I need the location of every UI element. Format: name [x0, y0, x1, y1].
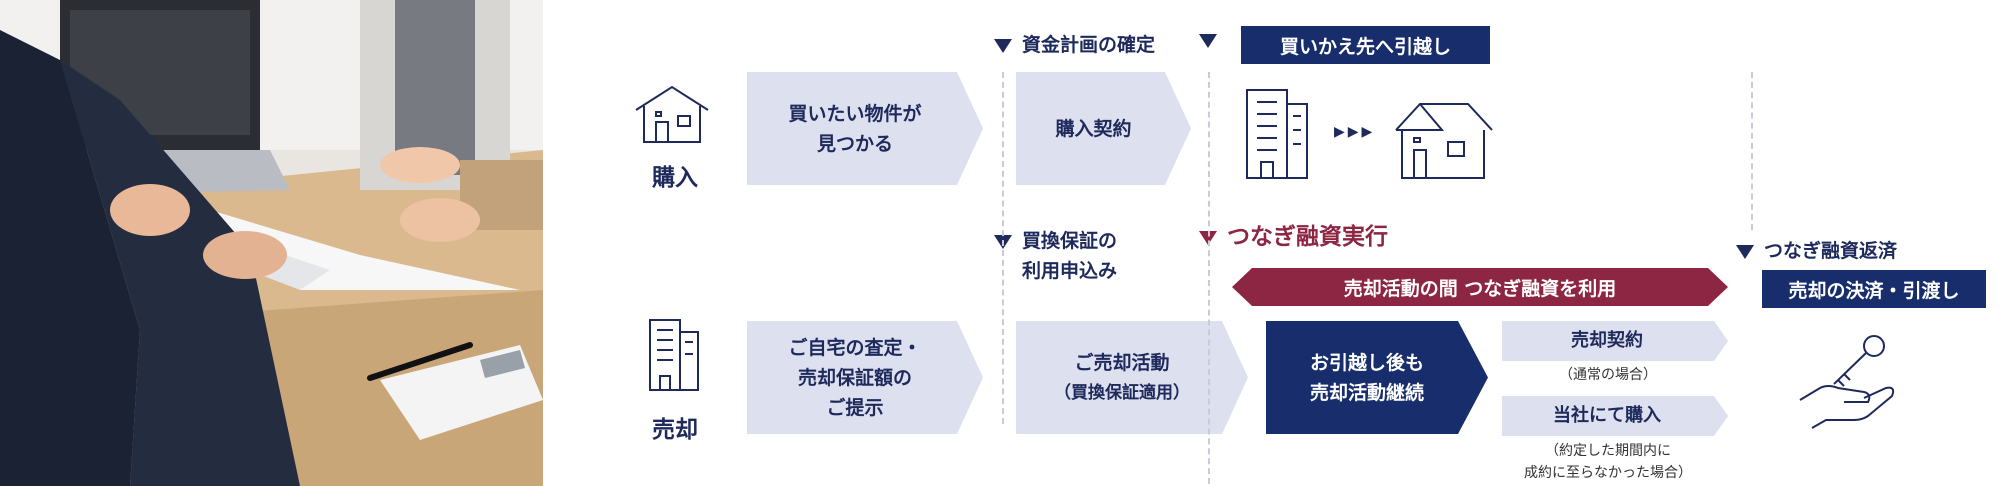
moving-marker	[1199, 30, 1227, 49]
step-continue-selling: お引越し後も売却活動継続	[1266, 321, 1488, 434]
outcome-sale-contract: 売却契約	[1502, 321, 1728, 361]
key-hand-icon	[1799, 335, 1895, 429]
timeline-divider	[1208, 72, 1210, 484]
purchase-row-label: 購入	[652, 165, 698, 191]
settlement-box: 売却の決済・引渡し	[1762, 270, 1986, 308]
moving-label: 買いかえ先へ引越し	[1241, 26, 1490, 64]
triangle-marker-icon	[994, 38, 1012, 53]
building-icon	[649, 319, 699, 391]
step-sales-activity: ご売却活動（買換保証適用）	[1016, 321, 1248, 434]
outcome-company-purchase: 当社にて購入	[1502, 396, 1728, 436]
house-icon	[635, 85, 709, 143]
milestone-bridge-repayment: つなぎ融資返済	[1736, 236, 1897, 266]
sale-row-label: 売却	[652, 417, 698, 443]
timeline-divider	[1002, 72, 1004, 424]
bridge-loan-band: 売却活動の間 つなぎ融資を利用	[1232, 268, 1728, 306]
milestone-guarantee-application: 買換保証の 利用申込み	[994, 226, 1117, 286]
triangle-marker-icon	[1736, 244, 1754, 259]
step-find-property: 買いたい物件が見つかる	[747, 72, 983, 185]
timeline-divider	[1751, 72, 1753, 230]
meeting-photo	[0, 0, 543, 486]
arrow-dots-icon: ▶▶▶	[1334, 124, 1376, 140]
outcome-buyback-note: （約定した期間内に成約に至らなかった場合）	[1524, 443, 1692, 481]
step-purchase-contract: 購入契約	[1016, 72, 1191, 185]
outcome-sale-note: （通常の場合）	[1559, 367, 1657, 383]
step-appraisal: ご自宅の査定・売却保証額のご提示	[747, 321, 983, 434]
triangle-marker-icon	[1199, 33, 1217, 48]
house-icon	[1395, 103, 1493, 179]
building-icon	[1246, 89, 1308, 179]
milestone-bridge-loan: つなぎ融資実行	[1199, 222, 1388, 252]
milestone-funding-plan: 資金計画の確定	[994, 30, 1155, 60]
